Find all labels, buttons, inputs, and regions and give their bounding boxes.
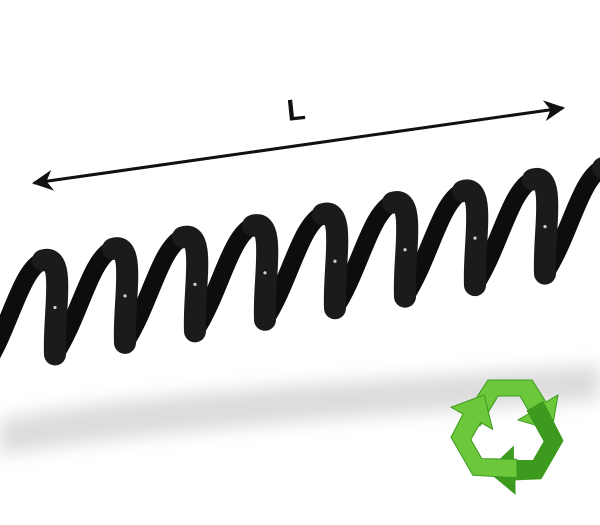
spring-coil-back xyxy=(0,251,52,359)
spring-coil-front xyxy=(382,191,419,308)
spring-coil-front xyxy=(32,248,69,366)
recycle-arrow xyxy=(486,400,564,495)
recycle-arrow xyxy=(449,394,518,479)
spring-coil-front xyxy=(522,168,559,285)
spring-coil-front xyxy=(312,202,349,320)
spring-highlight xyxy=(403,248,407,252)
spring-highlight xyxy=(53,305,57,310)
spring-shadow xyxy=(0,365,600,455)
recycle-symbol xyxy=(449,379,564,495)
spring-highlight xyxy=(193,282,197,286)
spring-coil-front xyxy=(452,179,489,297)
spring-coil-front xyxy=(102,237,139,354)
spring-highlight xyxy=(333,259,337,263)
spring-highlight xyxy=(263,271,267,275)
length-dimension-arrow xyxy=(31,100,566,191)
spiral-spring xyxy=(0,157,600,366)
length-label: L xyxy=(285,93,307,128)
spring-coil-front xyxy=(242,214,279,331)
spring-highlight xyxy=(473,236,477,240)
spring-coil-front xyxy=(172,225,209,343)
spring-highlight xyxy=(123,294,127,298)
spring-highlight xyxy=(543,224,547,229)
